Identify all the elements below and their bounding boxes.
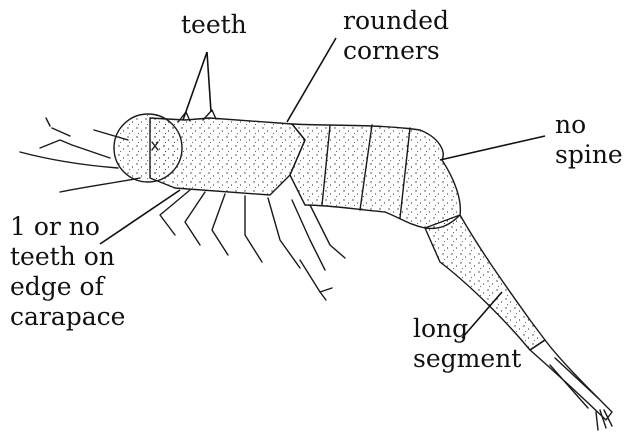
label-rounded-corners: rounded corners: [343, 6, 449, 66]
carapace: [150, 118, 305, 195]
rounded-corners-pointer: [287, 38, 336, 122]
label-edge-teeth: 1 or no teeth on edge of carapace: [10, 212, 125, 332]
no-spine-pointer: [440, 136, 545, 160]
label-line: segment: [413, 344, 521, 374]
label-line: rounded: [343, 6, 449, 36]
label-line: 1 or no: [10, 212, 125, 242]
label-line: teeth on: [10, 242, 125, 272]
label-line: teeth: [181, 10, 247, 40]
telson: [530, 340, 612, 420]
label-long-segment: long segment: [413, 314, 521, 374]
teeth-pointer-left: [183, 52, 207, 120]
legs: [160, 190, 345, 300]
antenna-middle: [20, 152, 118, 168]
label-line: spine: [555, 140, 623, 170]
label-no-spine: no spine: [555, 110, 623, 170]
label-line: no: [555, 110, 623, 140]
label-line: carapace: [10, 302, 125, 332]
label-line: long: [413, 314, 521, 344]
abdomen: [290, 124, 460, 228]
label-line: edge of: [10, 272, 125, 302]
teeth-pointer-right: [207, 52, 211, 112]
antenna-lower: [60, 178, 140, 192]
label-line: corners: [343, 36, 449, 66]
label-teeth: teeth: [181, 10, 247, 40]
antenna-upper: [40, 140, 110, 158]
